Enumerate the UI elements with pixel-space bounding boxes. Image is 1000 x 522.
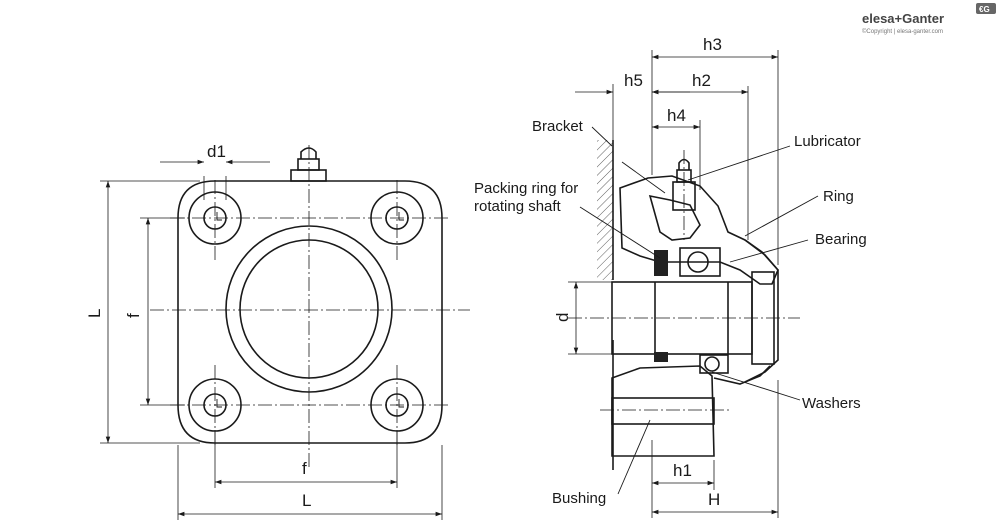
housing-upper	[619, 175, 779, 285]
label-packing-ring-line1: Packing ring for	[474, 180, 578, 197]
label-bracket: Bracket	[532, 118, 584, 135]
dim-h1: h1	[651, 440, 715, 518]
dim-h4: h4	[652, 106, 701, 190]
label-ring: Ring	[823, 188, 854, 205]
dim-L-horizontal-label: L	[302, 491, 311, 510]
dim-h5-label: h5	[624, 71, 643, 90]
dim-f-vertical-label: f	[124, 313, 143, 318]
brand-badge-shape	[976, 3, 996, 14]
dim-h2: h2	[652, 71, 749, 240]
label-bearing: Bearing	[815, 231, 867, 248]
dim-H-label: H	[708, 490, 720, 509]
brand-logo-text: elesa+Ganter	[862, 11, 944, 26]
dim-f-vertical: f	[124, 217, 185, 406]
section-packing-ring	[654, 250, 668, 362]
brand-logo: elesa+Ganter €G ©Copyright | elesa-gante…	[862, 3, 996, 35]
dim-d1-label: d1	[207, 142, 226, 161]
dim-h2-label: h2	[692, 71, 711, 90]
leader-lines	[579, 126, 819, 495]
front-lubricator	[290, 147, 327, 182]
dim-h4-label: h4	[667, 106, 686, 125]
front-view: d1 f L f L	[85, 142, 470, 520]
dim-f-horizontal-label: f	[302, 459, 307, 478]
label-bushing: Bushing	[552, 490, 606, 507]
flange-outline	[177, 180, 443, 444]
dim-L-vertical-label: L	[85, 309, 104, 318]
brand-badge: €G	[979, 5, 990, 14]
dim-H: H	[652, 380, 779, 518]
dim-h1-label: h1	[673, 461, 692, 480]
dim-L-horizontal: L	[177, 445, 443, 520]
dim-f-horizontal: f	[214, 430, 398, 488]
section-ring-cap	[744, 239, 779, 383]
dim-d: d	[553, 281, 612, 355]
housing-lower	[611, 365, 771, 457]
dim-L-vertical: L	[85, 180, 200, 444]
dim-d1: d1	[160, 142, 270, 200]
brand-copyright: ©Copyright | elesa-ganter.com	[862, 28, 943, 35]
dim-d-label: d	[553, 313, 572, 322]
dim-h3: h3	[651, 35, 779, 265]
label-packing-ring-line2: rotating shaft	[474, 198, 562, 215]
section-view: h3 h5 h2 h4 d	[474, 35, 867, 518]
dim-h3-label: h3	[703, 35, 722, 54]
bracket-wall	[597, 140, 614, 470]
label-lubricator: Lubricator	[794, 133, 861, 150]
section-bearing	[679, 247, 729, 374]
label-washers: Washers	[802, 395, 861, 412]
